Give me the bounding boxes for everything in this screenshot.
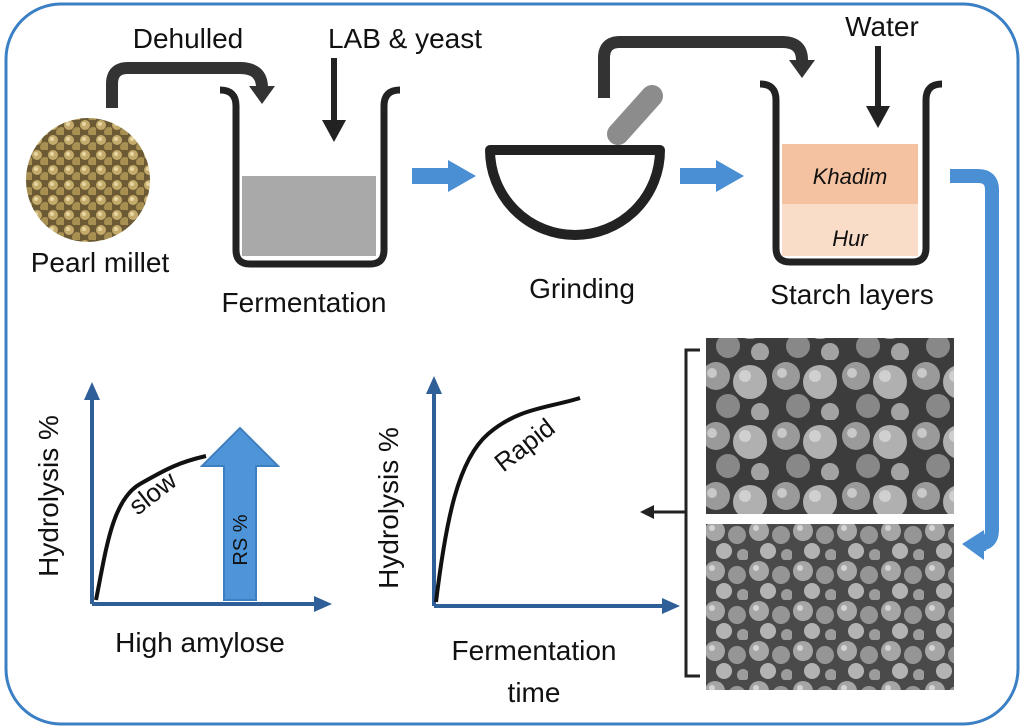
dehulled-arrowhead — [249, 86, 275, 104]
right-y-axis-arrowhead — [426, 376, 442, 394]
flow-arrow-1 — [412, 160, 476, 192]
right-x-label-line1: Fermentation — [452, 635, 617, 666]
chart-left: slow Hydrolysis % High amylose RS % — [33, 382, 332, 658]
dehulled-arrow — [106, 62, 268, 108]
left-y-axis-arrowhead — [84, 382, 100, 400]
flow-arrow-2 — [680, 160, 744, 192]
left-y-label: Hydrolysis % — [33, 415, 64, 577]
flow-arrow-to-sem — [950, 169, 999, 551]
label-khadim: Khadim — [813, 164, 888, 189]
beaker-icon — [759, 80, 943, 266]
left-x-label: High amylose — [115, 627, 285, 658]
chart-right: Rapid Hydrolysis % Fermentation time — [373, 376, 680, 708]
outer-frame — [4, 2, 1020, 726]
label-dehulled: Dehulled — [133, 23, 244, 54]
grinding-transfer-arrow — [598, 36, 808, 98]
sem-micrograph-image — [706, 524, 954, 690]
right-curve — [434, 396, 581, 603]
label-hur: Hur — [832, 226, 869, 251]
grinding-transfer-arrowhead — [789, 60, 815, 78]
rs-arrow — [199, 426, 281, 601]
millet-grains-image — [26, 118, 150, 242]
sem-bracket — [684, 348, 700, 678]
left-curve-label: slow — [123, 465, 183, 521]
label-grinding: Grinding — [529, 273, 635, 304]
label-lab-yeast: LAB & yeast — [328, 23, 482, 54]
sem-micrograph-image — [706, 338, 954, 514]
mortar-icon — [485, 145, 665, 240]
right-x-label-line2: time — [508, 677, 561, 708]
label-pearl-millet: Pearl millet — [31, 247, 170, 278]
right-y-label: Hydrolysis % — [373, 427, 404, 589]
label-water: Water — [845, 11, 919, 42]
rs-arrow-label: RS % — [230, 514, 252, 565]
right-curve-label: Rapid — [488, 412, 560, 477]
label-starch-layers: Starch layers — [770, 279, 933, 310]
lab-yeast-arrowhead — [322, 120, 346, 142]
pestle-icon — [607, 85, 663, 145]
right-x-axis-arrowhead — [662, 598, 680, 614]
beaker-icon — [219, 86, 401, 268]
water-arrowhead — [866, 106, 890, 128]
bracket-arrowhead — [640, 505, 654, 519]
left-x-axis-arrowhead — [314, 596, 332, 612]
label-fermentation: Fermentation — [222, 287, 387, 318]
flow-arrow-to-sem-head — [962, 530, 984, 560]
left-curve — [94, 454, 207, 601]
